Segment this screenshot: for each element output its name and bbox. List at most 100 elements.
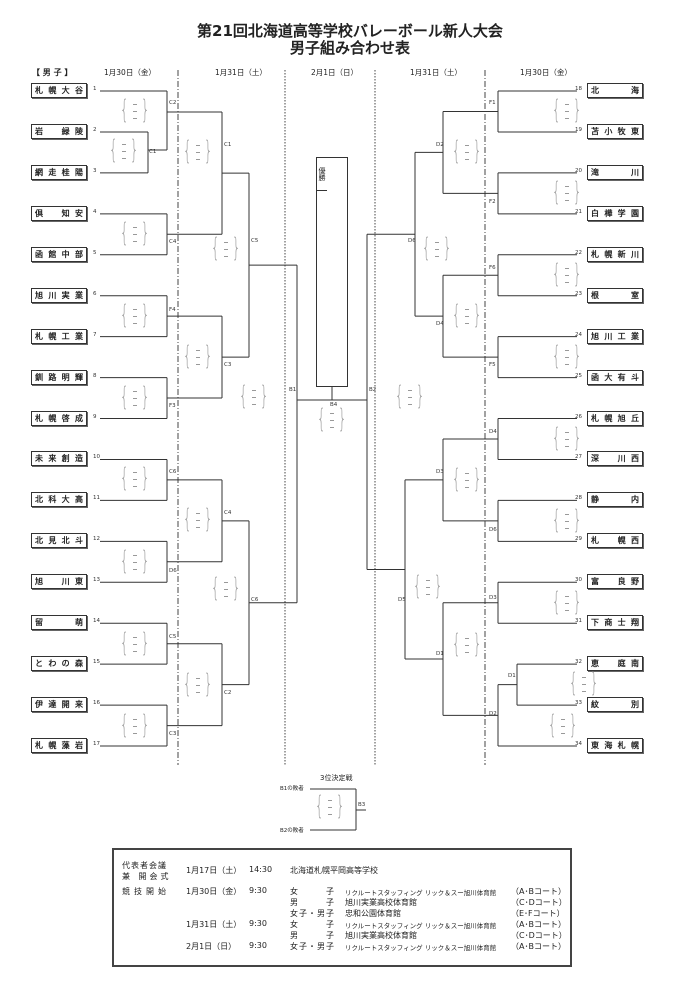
score-placeholder <box>565 528 569 529</box>
schedule-date: 1月31日（土） <box>186 920 242 929</box>
score-placeholder <box>133 637 137 638</box>
schedule-venue: リクルートスタッフィング リック＆スー旭川体育館 <box>345 944 497 952</box>
score-bracket: {} <box>211 234 241 264</box>
score-bracket: {} <box>120 382 150 413</box>
score-placeholder <box>196 692 200 693</box>
team-name: 旭 川東 <box>35 577 83 587</box>
team-name: 未来創造 <box>35 454 83 464</box>
match-label: C4 <box>224 510 232 516</box>
seed-number: 2 <box>93 126 97 133</box>
schedule-courts: （E･Fコート） <box>511 909 565 918</box>
team-box: 深 川西 <box>587 451 643 467</box>
score-placeholder <box>328 800 332 801</box>
score-placeholder <box>582 677 586 678</box>
score-placeholder <box>328 807 332 808</box>
team-name: 札 幌西 <box>591 536 639 546</box>
score-placeholder <box>426 587 430 588</box>
match-label: C3 <box>169 731 177 737</box>
match-label: F1 <box>489 100 496 106</box>
team-name: 東海札幌 <box>591 741 639 751</box>
score-placeholder <box>196 513 200 514</box>
match-label: D6 <box>489 527 497 533</box>
seed-number: 14 <box>93 618 100 625</box>
score-placeholder <box>561 719 565 720</box>
team-name: 旭川工業 <box>591 331 639 341</box>
score-placeholder <box>408 397 412 398</box>
seed-number: 31 <box>575 618 582 625</box>
brace-close-icon: } <box>434 571 443 601</box>
match-label: D1 <box>508 673 516 679</box>
team-name: 札幌藻岩 <box>35 741 83 751</box>
score-placeholder <box>133 118 137 119</box>
third-place-title: 3位決定戦 <box>320 774 353 782</box>
match-label: D3 <box>436 469 444 475</box>
brace-open-icon: { <box>120 546 129 576</box>
score-bracket: {} <box>183 136 213 167</box>
score-bracket: {} <box>452 629 482 660</box>
team-name: 恵 庭南 <box>591 659 639 669</box>
team-box: 旭川工業 <box>587 328 643 344</box>
team-box: 函館中部 <box>31 246 87 262</box>
score-placeholder <box>565 521 569 522</box>
match-label: D2 <box>489 711 497 717</box>
brace-close-icon: } <box>204 136 213 166</box>
team-name: 札幌大谷 <box>35 86 83 95</box>
score-placeholder <box>133 651 137 652</box>
schedule-gender: 男 子 <box>290 931 335 940</box>
score-placeholder <box>133 323 137 324</box>
score-placeholder <box>133 726 137 727</box>
brace-open-icon: { <box>239 381 248 411</box>
team-box: 静 内 <box>587 492 643 508</box>
seed-number: 25 <box>575 372 582 379</box>
schedule-info-box: 代表者会議 兼 開会式 1月17日（土） 14:30 北海道札幌平岡高等学校 競… <box>112 848 572 967</box>
score-placeholder <box>122 158 126 159</box>
schedule-courts: （C･Dコート） <box>511 931 567 940</box>
brace-open-icon: { <box>452 629 461 659</box>
match-label: D1 <box>436 651 444 657</box>
brace-close-icon: } <box>141 463 150 493</box>
brace-close-icon: } <box>573 423 582 453</box>
brace-close-icon: } <box>473 464 482 494</box>
brace-close-icon: } <box>473 629 482 659</box>
seed-number: 29 <box>575 536 582 543</box>
team-box: 倶 知安 <box>31 205 87 221</box>
score-placeholder <box>133 569 137 570</box>
team-box: 札幌大谷 <box>31 83 87 98</box>
team-name: 北見北斗 <box>35 536 83 546</box>
schedule-venue: リクルートスタッフィング リック＆スー旭川体育館 <box>345 922 497 930</box>
brace-close-icon: } <box>260 381 269 411</box>
score-bracket: {} <box>552 260 582 290</box>
team-name: 滝 川 <box>591 167 639 177</box>
score-placeholder <box>133 479 137 480</box>
match-label: F3 <box>169 403 176 409</box>
match-label: C5 <box>251 238 259 244</box>
brace-open-icon: { <box>120 382 129 412</box>
score-bracket: {} <box>552 588 582 618</box>
match-label: F5 <box>489 362 496 368</box>
team-box: 札幌新川 <box>587 246 643 262</box>
meeting-label: 代表者会議 <box>122 861 167 870</box>
schedule-time: 9:30 <box>249 886 267 895</box>
score-placeholder <box>465 473 469 474</box>
score-bracket: {} <box>569 669 599 699</box>
score-bracket: {} <box>183 670 213 700</box>
brace-open-icon: { <box>120 218 129 248</box>
match-label: D4 <box>436 321 444 327</box>
score-placeholder <box>196 364 200 365</box>
schedule-date: 2月1日（日） <box>186 942 237 951</box>
team-name: 函大有斗 <box>591 372 639 382</box>
score-placeholder <box>133 719 137 720</box>
match-label: C5 <box>169 634 177 640</box>
team-box: 留 萌 <box>31 615 87 631</box>
score-placeholder <box>133 111 137 112</box>
score-placeholder <box>122 151 126 152</box>
brace-close-icon: } <box>573 505 582 535</box>
schedule-gender: 女 子 <box>290 920 335 929</box>
seed-number: 4 <box>93 208 97 215</box>
match-label: C1 <box>224 142 232 148</box>
score-placeholder <box>133 562 137 563</box>
score-bracket: {} <box>120 463 150 494</box>
team-name: 岩 緑陵 <box>35 126 83 136</box>
team-name: 静 内 <box>591 495 639 505</box>
match-label: C6 <box>169 469 177 475</box>
